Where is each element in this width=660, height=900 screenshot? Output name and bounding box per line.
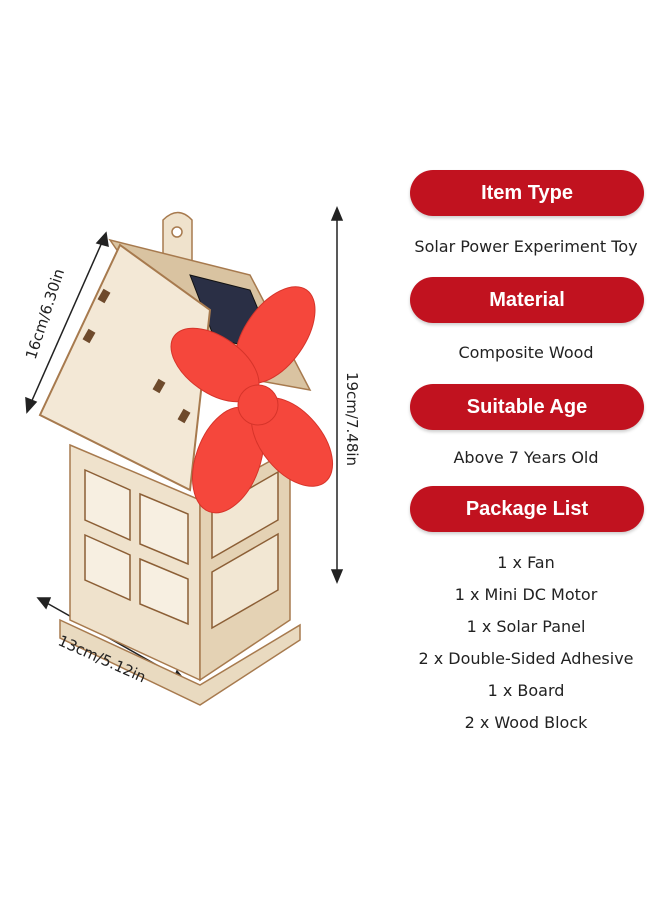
- package-item: 1 x Fan: [497, 553, 555, 572]
- package-item: 2 x Wood Block: [464, 713, 588, 732]
- package-item: 1 x Board: [487, 681, 565, 700]
- item-type-badge: Item Type: [410, 170, 644, 216]
- material-badge: Material: [410, 277, 644, 323]
- product-illustration: [25, 206, 344, 706]
- house-body: [59, 443, 301, 706]
- suitable-age-value: Above 7 Years Old: [453, 448, 599, 467]
- item-type-value: Solar Power Experiment Toy: [414, 237, 638, 256]
- package-list-badge: Package List: [410, 486, 644, 532]
- package-item: 1 x Mini DC Motor: [454, 585, 598, 604]
- material-value: Composite Wood: [458, 343, 594, 362]
- roof-front: [38, 243, 212, 492]
- package-item: 1 x Solar Panel: [466, 617, 586, 636]
- package-item: 2 x Double-Sided Adhesive: [418, 649, 634, 668]
- fan: [170, 286, 334, 514]
- height-dimension-label: 19cm/7.48in: [343, 371, 362, 467]
- suitable-age-badge: Suitable Age: [410, 384, 644, 430]
